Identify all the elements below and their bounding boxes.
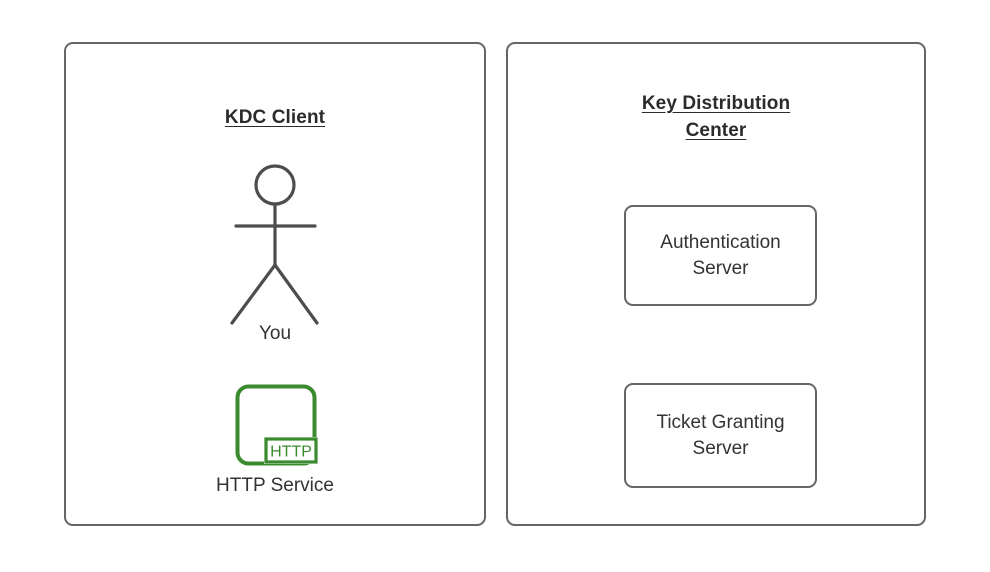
panel-title-line-1: Key Distribution <box>641 93 791 114</box>
actor-stick-figure-icon[interactable] <box>218 155 333 335</box>
http-badge-text: HTTP <box>270 444 312 461</box>
ticket-granting-server-line-2: Server <box>692 437 749 459</box>
node-label-http-service: HTTP Service <box>216 475 334 496</box>
panel-title-kdc-client: KDC Client <box>224 107 326 128</box>
http-service-icon[interactable]: HTTP <box>233 382 319 468</box>
node-label-you: You <box>258 323 292 344</box>
node-label-ticket-granting-server: Ticket Granting Server <box>648 410 792 462</box>
authentication-server-line-2: Server <box>692 257 749 279</box>
panel-title-line-2: Center <box>685 120 747 141</box>
node-authentication-server[interactable]: Authentication Server <box>624 205 817 306</box>
authentication-server-line-1: Authentication <box>660 231 781 253</box>
panel-title-key-distribution-center: Key Distribution Center <box>508 90 924 144</box>
node-ticket-granting-server[interactable]: Ticket Granting Server <box>624 383 817 488</box>
ticket-granting-server-line-1: Ticket Granting <box>656 411 785 433</box>
node-label-authentication-server: Authentication Server <box>652 230 788 282</box>
